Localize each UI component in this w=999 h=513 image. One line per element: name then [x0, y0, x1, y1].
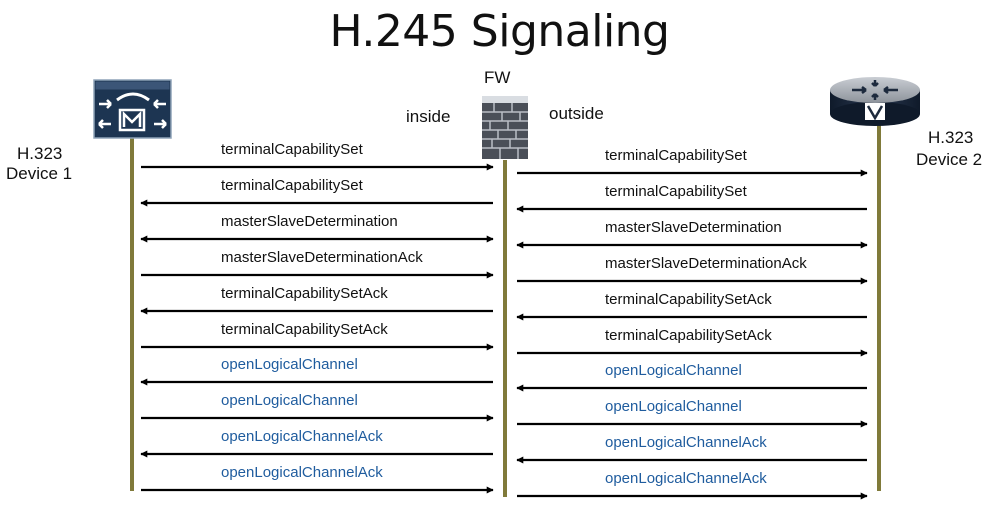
right-message-label-7: openLogicalChannel: [605, 362, 742, 379]
outside-label: outside: [549, 104, 604, 123]
left-message-label-7: openLogicalChannel: [221, 356, 358, 373]
device2-label-line1: H.323: [928, 128, 974, 147]
firewall-label: FW: [484, 68, 511, 87]
diagram-title: H.245 Signaling: [329, 6, 670, 57]
left-message-label-6: terminalCapabilitySetAck: [221, 321, 388, 338]
right-message-label-9: openLogicalChannelAck: [605, 434, 767, 451]
left-message-label-5: terminalCapabilitySetAck: [221, 285, 388, 302]
right-message-label-6: terminalCapabilitySetAck: [605, 327, 772, 344]
right-message-label-2: terminalCapabilitySet: [605, 183, 747, 200]
inside-label: inside: [406, 107, 451, 126]
right-message-label-3: masterSlaveDetermination: [605, 219, 782, 236]
left-message-label-4: masterSlaveDeterminationAck: [221, 249, 423, 266]
firewall-icon: [482, 96, 528, 159]
mcu-icon: [93, 79, 172, 139]
right-segment-arrows: [516, 169, 868, 500]
router-icon: [830, 77, 920, 126]
left-message-label-2: terminalCapabilitySet: [221, 177, 363, 194]
left-message-label-1: terminalCapabilitySet: [221, 141, 363, 158]
device1-label-line2: Device 1: [6, 164, 73, 183]
right-message-label-10: openLogicalChannelAck: [605, 470, 767, 487]
right-message-label-1: terminalCapabilitySet: [605, 147, 747, 164]
left-message-label-10: openLogicalChannelAck: [221, 464, 383, 481]
right-message-label-8: openLogicalChannel: [605, 398, 742, 415]
device1-label-line1: H.323: [17, 144, 63, 163]
device2-label-line2: Device 2: [916, 150, 983, 169]
left-segment-arrows: [140, 163, 494, 494]
right-message-label-4: masterSlaveDeterminationAck: [605, 255, 807, 272]
left-message-label-8: openLogicalChannel: [221, 392, 358, 409]
left-message-label-3: masterSlaveDetermination: [221, 213, 398, 230]
right-message-label-5: terminalCapabilitySetAck: [605, 291, 772, 308]
left-message-label-9: openLogicalChannelAck: [221, 428, 383, 445]
